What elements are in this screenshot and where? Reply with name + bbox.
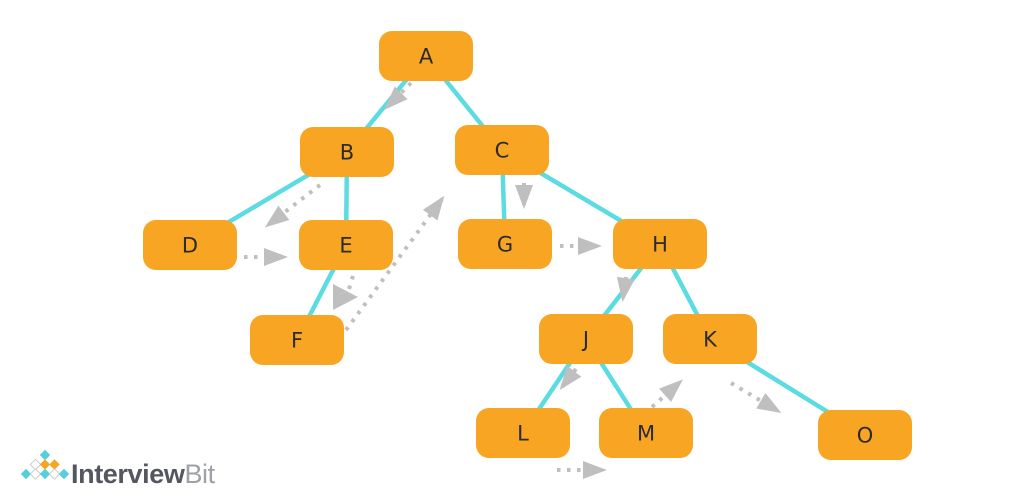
interviewbit-logo: InterviewBit [0,0,220,489]
tree-node-label-L: L [517,422,529,446]
tree-node-M: M [599,408,693,458]
logo-diamond-orange [39,459,51,470]
tree-node-J: J [539,314,633,364]
interviewbit-logo-text: InterviewBit [71,459,215,490]
traversal-arrow-J-L [559,365,582,391]
logo-diamond-cyan [39,468,51,480]
tree-node-label-A: A [419,45,434,69]
tree-node-label-O: O [857,424,874,448]
tree-node-G: G [458,219,552,269]
logo-diamond-white [29,468,42,480]
logo-diamond-cyan [39,449,51,461]
logo-text-primary: Interview [71,459,185,489]
logo-diamond-white [48,468,61,480]
tree-node-box-G [458,219,552,269]
tree-node-box-D [143,220,237,270]
tree-node-A: A [379,31,473,81]
traversal-arrow-F-C [344,195,445,332]
tree-node-F: F [250,315,344,365]
tree-node-box-M [599,408,693,458]
tree-node-label-J: J [581,328,589,352]
tree-node-box-L [476,408,570,458]
tree-node-K: K [663,314,757,364]
tree-node-label-B: B [340,141,354,165]
tree-node-box-E [299,220,393,270]
logo-diamond-cyan [20,468,32,480]
tree-node-box-H [613,219,707,269]
tree-node-box-F [250,315,344,365]
logo-text-secondary: Bit [184,459,215,489]
tree-node-label-D: D [182,234,198,258]
tree-node-label-E: E [339,234,352,258]
tree-node-label-M: M [637,422,655,446]
tree-node-box-K [663,314,757,364]
tree-node-label-K: K [703,328,718,352]
tree-node-H: H [613,219,707,269]
tree-node-box-A [379,31,473,81]
tree-node-D: D [143,220,237,270]
traversal-arrow-M-K [650,379,683,409]
logo-diamond-cyan [58,468,70,480]
traversal-arrow-E-F [347,275,355,290]
traversal-arrow-H-J [616,276,635,302]
tree-node-label-H: H [652,233,668,257]
tree-node-C: C [455,125,549,175]
interviewbit-logo-mark-icon [20,449,70,480]
tree-node-box-J [539,314,633,364]
tree-node-L: L [476,408,570,458]
tree-node-label-F: F [291,329,303,353]
tree-node-E: E [299,220,393,270]
tree-node-box-C [455,125,549,175]
tree-node-O: O [818,410,912,460]
tree-node-box-B [300,127,394,177]
tree-node-box-O [818,410,912,460]
traversal-arrow-K-O [729,381,782,414]
arrowhead-e-to-f-icon [333,284,358,310]
tree-node-label-G: G [497,233,513,257]
traversal-arrow-B-D [264,183,322,228]
logo-diamond-orange [49,459,60,470]
tree-node-label-C: C [495,139,510,163]
tree-node-B: B [300,127,394,177]
